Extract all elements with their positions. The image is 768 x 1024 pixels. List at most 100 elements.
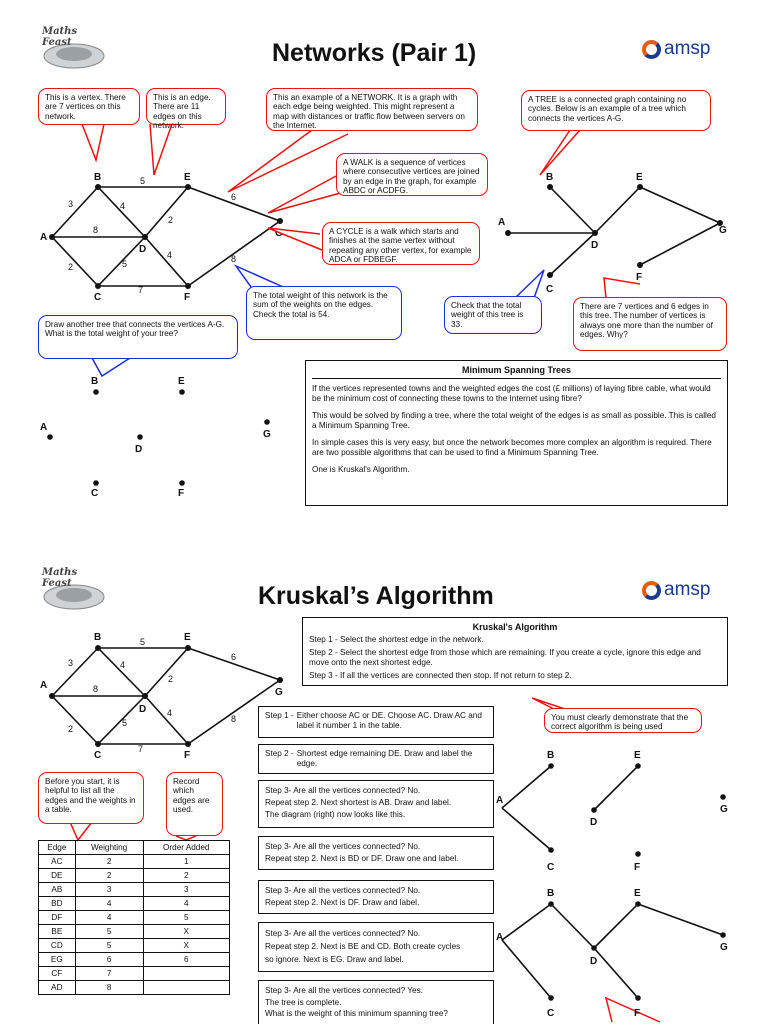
blank-label-f: F	[178, 488, 184, 499]
step-line: Step 3- Are all the vertices connected? …	[265, 986, 423, 995]
net2-label-d: D	[139, 704, 146, 715]
bubble-draw: Draw another tree that connects the vert…	[38, 315, 238, 359]
table-cell: DF	[38, 910, 76, 925]
mst-para-3: In simple cases this is very easy, but o…	[312, 438, 712, 457]
vertex-b	[95, 184, 101, 190]
mst-info-box: Minimum Spanning Trees If the vertices r…	[305, 360, 728, 506]
table-cell: CD	[38, 938, 76, 953]
partial-label-e: E	[634, 750, 641, 761]
step-box-3: Step 3- Are all the vertices connected? …	[258, 780, 494, 828]
weight-cd: 5	[122, 259, 127, 269]
partial-label-c: C	[547, 862, 554, 873]
algorithm-step-2: Step 2 - Select the shortest edge from t…	[309, 648, 701, 667]
span-label-e: E	[634, 888, 641, 899]
table-cell: BD	[38, 896, 76, 911]
step-box-5: Step 3- Are all the vertices connected? …	[258, 880, 494, 914]
table-header: Edge	[38, 840, 76, 855]
partial-label-g: G	[720, 804, 728, 815]
blank-label-a: A	[40, 422, 47, 433]
weight-bd: 4	[120, 201, 125, 211]
step-line: The diagram (right) now looks like this.	[265, 810, 406, 819]
tree-label-c: C	[546, 284, 553, 295]
mst-para-2: This would be solved by finding a tree, …	[312, 411, 716, 430]
net2-weight-ab: 3	[68, 658, 73, 668]
table-cell: 6	[74, 952, 144, 967]
table-cell: EG	[38, 952, 76, 967]
vertex-d	[142, 234, 148, 240]
table-cell: 4	[74, 896, 144, 911]
table-cell: CF	[38, 966, 76, 981]
blank-label-d: D	[135, 444, 142, 455]
bubble-cycle: A CYCLE is a walk which starts and finis…	[322, 222, 480, 265]
amsp-logo: amsp	[642, 38, 710, 60]
vertex-e	[185, 184, 191, 190]
tree-label-f: F	[636, 272, 642, 283]
weight-de: 2	[168, 215, 173, 225]
vertex-a	[49, 234, 55, 240]
bubble-walk: A WALK is a sequence of vertices where c…	[336, 153, 488, 196]
vertex-c	[95, 283, 101, 289]
algorithm-heading: Kruskal's Algorithm	[472, 622, 558, 632]
table-header: Order Added	[142, 840, 231, 855]
bubble-demonstrate: You must clearly demonstrate that the co…	[544, 708, 702, 733]
span-label-d: D	[590, 956, 597, 967]
partial-tree-diagram: A B C D E F G	[496, 750, 728, 873]
bubble-before: Before you start, it is helpful to list …	[38, 772, 144, 824]
table-cell: 5	[74, 924, 144, 939]
span-label-f: F	[634, 1008, 640, 1019]
net2-weight-cf: 7	[138, 744, 143, 754]
table-cell: 5	[74, 938, 144, 953]
net2-weight-ad: 8	[93, 684, 98, 694]
step-text: Either choose AC or DE. Choose AC. Draw …	[296, 711, 482, 730]
step-text: Shortest edge remaining DE. Draw and lab…	[296, 749, 473, 768]
vertex-f	[185, 283, 191, 289]
net2-weight-eg: 6	[231, 652, 236, 662]
table-cell: 2	[74, 854, 144, 869]
amsp-ring-icon-2	[642, 580, 661, 600]
step-line: Repeat step 2. Next shortest is AB. Draw…	[265, 798, 452, 807]
table-cell: X	[142, 924, 231, 939]
weight-be: 5	[140, 176, 145, 186]
label-d: D	[139, 244, 146, 255]
tree-label-g: G	[719, 225, 727, 236]
step-line: Step 3- Are all the vertices connected? …	[265, 886, 421, 895]
step-line: What is the weight of this minimum spann…	[265, 1009, 448, 1018]
partial-label-a: A	[496, 795, 503, 806]
net2-weight-ac: 2	[68, 724, 73, 734]
tree-diagram: A B C D E F G	[498, 172, 727, 295]
spanning-tree-diagram: A B C D E F G	[496, 888, 728, 1019]
algorithm-step-3: Step 3 - If all the vertices are connect…	[309, 671, 572, 680]
step-box-7: Step 3- Are all the vertices connected? …	[258, 980, 494, 1024]
table-cell: DE	[38, 868, 76, 883]
step-label: Step 1 -	[265, 711, 294, 720]
net2-weight-be: 5	[140, 637, 145, 647]
net2-weight-df: 4	[167, 708, 172, 718]
bubble-record: Record which edges are used.	[166, 772, 223, 836]
blank-label-g: G	[263, 429, 271, 440]
step-box-2: Step 2 - Shortest edge remaining DE. Dra…	[258, 744, 494, 774]
bubble-check: Check that the total weight of this tree…	[444, 296, 542, 334]
bubble-count: There are 7 vertices and 6 edges in this…	[573, 297, 727, 351]
algorithm-step-1: Step 1 - Select the shortest edge in the…	[309, 635, 484, 644]
tree-label-d: D	[591, 240, 598, 251]
table-cell: 2	[142, 868, 231, 883]
net2-weight-cd: 5	[122, 718, 127, 728]
amsp-logo-2: amsp	[642, 579, 710, 601]
table-cell: AB	[38, 882, 76, 897]
amsp-ring-icon	[642, 39, 661, 59]
table-cell: X	[142, 938, 231, 953]
label-a: A	[40, 232, 47, 243]
mst-heading: Minimum Spanning Trees	[312, 365, 721, 379]
table-cell: 4	[142, 896, 231, 911]
weight-ad: 8	[93, 225, 98, 235]
span-label-a: A	[496, 932, 503, 943]
label-e: E	[184, 172, 191, 183]
step-box-6: Step 3- Are all the vertices connected? …	[258, 922, 494, 972]
